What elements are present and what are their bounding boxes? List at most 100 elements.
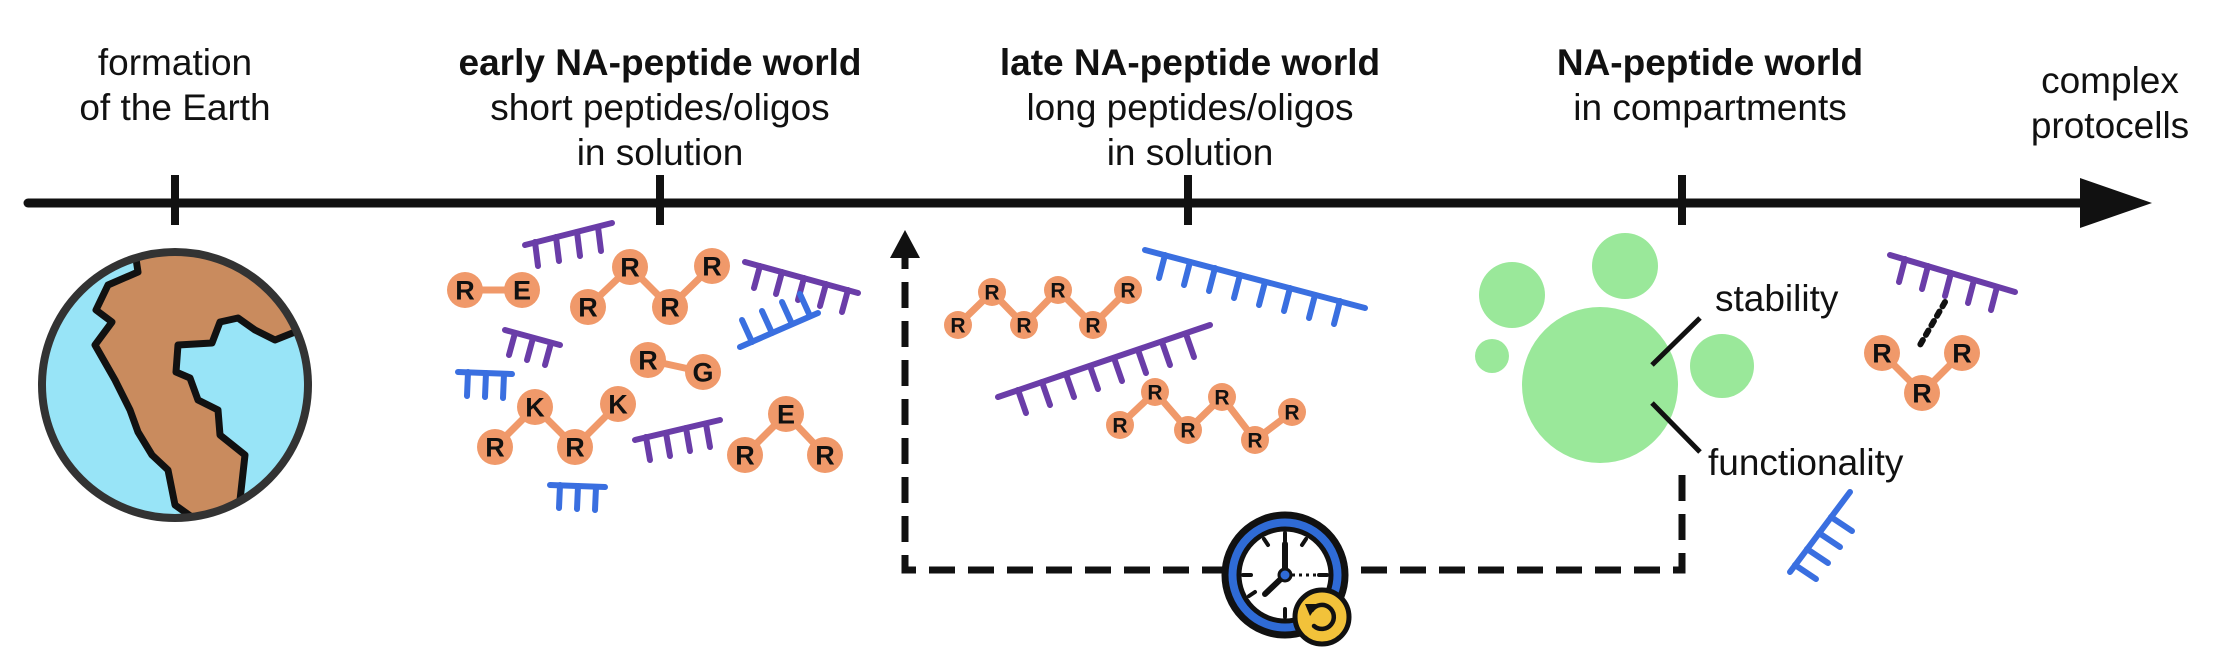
amino-acid-letter: E (513, 276, 531, 306)
amino-acid-bead (1114, 276, 1142, 304)
amino-acid-bead (1278, 398, 1306, 426)
amino-acid-letter: K (525, 393, 545, 423)
stage-label-earth: formation of the Earth (45, 40, 305, 130)
amino-acid-bead (504, 272, 540, 308)
stage-line: long peptides/oligos (1026, 87, 1354, 128)
dotted-interaction (1917, 299, 1948, 348)
amino-acid-bead (1079, 311, 1107, 339)
amino-acid-bead (600, 386, 636, 422)
amino-acid-letter: R (1050, 280, 1065, 303)
amino-acid-bead (557, 429, 593, 465)
stage-line: protocells (2030, 105, 2190, 146)
amino-acid-letter: R (1120, 280, 1135, 303)
oligo-strand (547, 482, 608, 513)
amino-acid-letter: R (1872, 339, 1892, 369)
amino-acid-bead (727, 437, 763, 473)
amino-acid-bead (944, 311, 972, 339)
amino-acid-bead (1904, 375, 1940, 411)
oligo-strand (522, 220, 615, 269)
functionality-label: functionality (1708, 442, 1904, 483)
compartment-vesicle (1475, 339, 1509, 373)
feedback-loop-arrow (901, 258, 1686, 574)
stage-title: NA-peptide world (1556, 42, 1864, 83)
stability-pointer (1650, 316, 1702, 367)
amino-acid-bead (978, 278, 1006, 306)
oligo-strand (1787, 489, 1855, 582)
amino-acid-letter: R (1952, 339, 1972, 369)
oligo-strand (995, 322, 1213, 416)
compartment-group (1475, 233, 1754, 463)
oligo-strand (455, 369, 515, 401)
compartment-main-vesicle (1522, 307, 1678, 463)
amino-acid-letter: K (608, 390, 628, 420)
amino-acid-bead (447, 272, 483, 308)
amino-acid-letter: R (565, 433, 585, 463)
amino-acid-letter: R (638, 346, 658, 376)
stage-line: complex (2041, 60, 2179, 101)
stage-title: early NA-peptide world (458, 42, 862, 83)
amino-acid-bead (1864, 335, 1900, 371)
amino-acid-bead (1174, 416, 1202, 444)
amino-acid-letter: R (1112, 415, 1127, 438)
stage-line: in compartments (1573, 87, 1847, 128)
oligo-strand (742, 259, 861, 315)
amino-acid-bead (652, 289, 688, 325)
amino-acid-bead (768, 396, 804, 432)
amino-acid-bead (1944, 335, 1980, 371)
amino-acid-letter: R (1147, 382, 1162, 405)
amino-acid-letter: R (702, 252, 722, 282)
timeline-axis (23, 175, 2152, 228)
amino-acid-letter: R (1912, 379, 1932, 409)
amino-acid-letter: R (1214, 387, 1229, 410)
amino-acid-letter: R (1284, 402, 1299, 425)
amino-acid-bead (694, 248, 730, 284)
amino-acid-letter: R (735, 441, 755, 471)
functionality-pointer (1650, 401, 1702, 454)
amino-acid-bead (1141, 378, 1169, 406)
oligo-strand (737, 291, 821, 350)
oligo-strand (1887, 252, 2018, 313)
amino-acid-bead (1106, 411, 1134, 439)
amino-acid-letter: R (1085, 315, 1100, 338)
oligo-strand (502, 327, 563, 368)
peptide-chain: RRR (1864, 335, 1980, 411)
compartment-vesicle (1592, 233, 1658, 299)
peptide-chain: RER (727, 396, 843, 473)
stage-title: late NA-peptide world (999, 42, 1381, 83)
timeline-arrowhead (2080, 178, 2152, 228)
stage-line: in solution (576, 132, 744, 173)
amino-acid-bead (807, 437, 843, 473)
earth-icon (38, 248, 312, 522)
amino-acid-bead (1010, 311, 1038, 339)
amino-acid-letter: G (692, 358, 713, 388)
undo-icon (1292, 587, 1352, 647)
amino-acid-letter: R (660, 293, 680, 323)
feedback-arrowhead (890, 230, 920, 258)
amino-acid-letter: R (1247, 430, 1262, 453)
amino-acid-letter: R (455, 276, 475, 306)
stage-line: in solution (1106, 132, 1274, 173)
amino-acid-letter: R (1016, 315, 1031, 338)
oligo-group-early (455, 220, 861, 513)
stage-line: formation (97, 42, 253, 83)
stage-label-protocells: complex protocells (2000, 58, 2220, 148)
oligo-group-protocell (1787, 252, 2018, 582)
stage-label-compartments: NA-peptide world in compartments (1500, 40, 1920, 130)
amino-acid-bead (477, 429, 513, 465)
oligo-strand (632, 417, 723, 463)
amino-acid-bead (1241, 426, 1269, 454)
amino-acid-letter: R (620, 253, 640, 283)
amino-acid-bead (1208, 383, 1236, 411)
amino-acid-bead (517, 389, 553, 425)
amino-acid-bead (612, 249, 648, 285)
amino-acid-bead (630, 342, 666, 378)
